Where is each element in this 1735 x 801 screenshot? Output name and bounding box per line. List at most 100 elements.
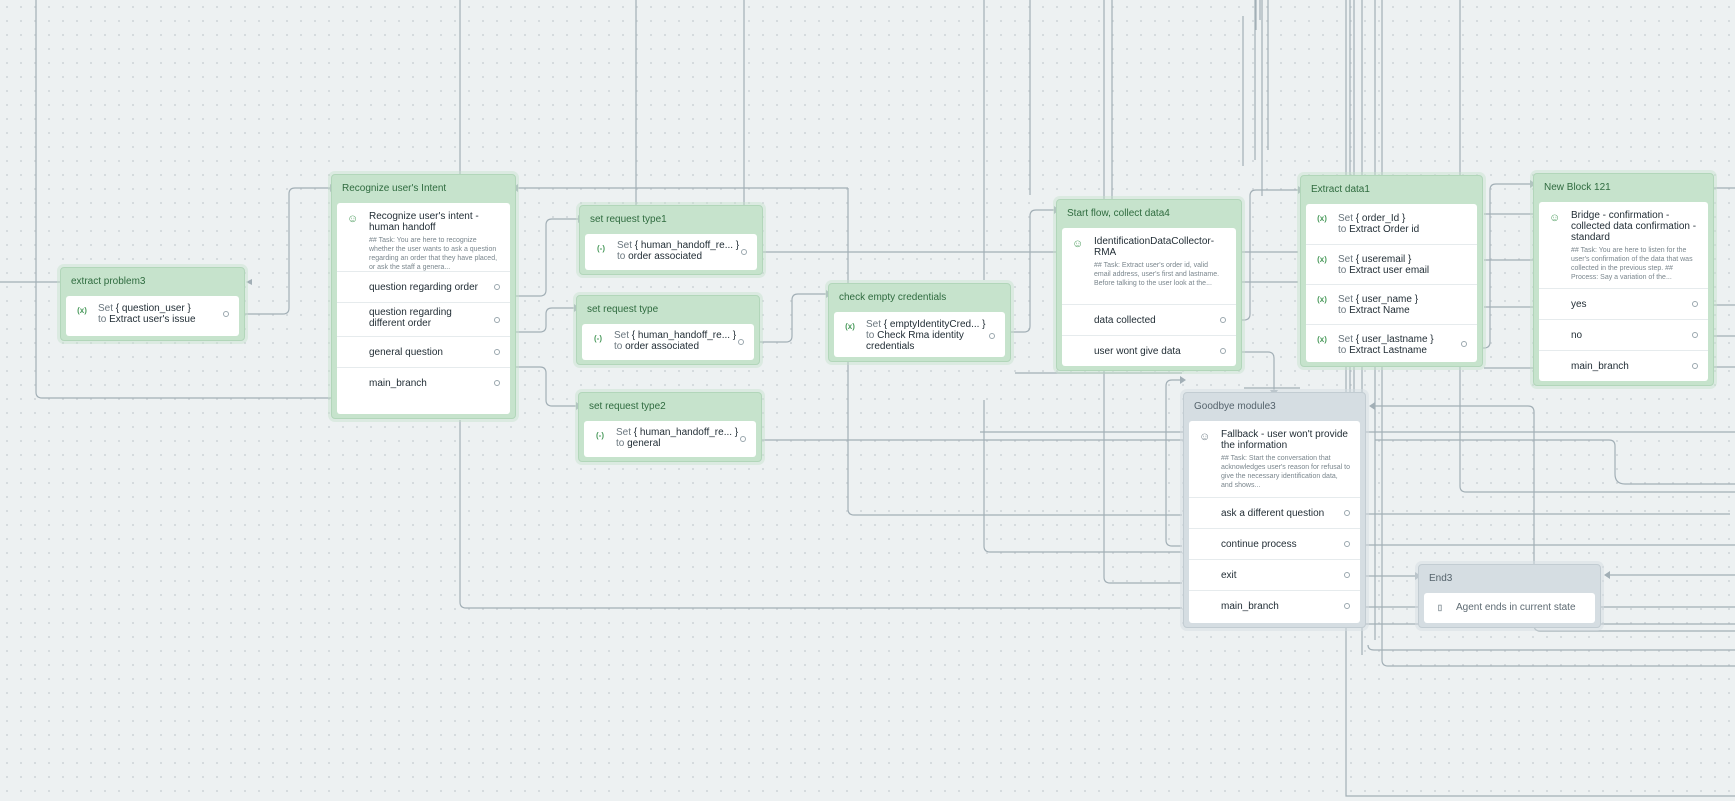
variable-name: { useremail } xyxy=(1355,254,1412,265)
node-title: New Block 121 xyxy=(1544,182,1611,193)
node-title: set request type1 xyxy=(590,214,667,225)
set-variable-icon: (x) xyxy=(845,322,855,331)
variable-name: { human_handoff_re... } xyxy=(633,427,739,438)
branch-item[interactable]: main_branch xyxy=(1539,350,1708,381)
branch-item[interactable]: main_branch xyxy=(337,367,510,398)
set-variable-icon: (-) xyxy=(597,244,605,253)
target-name: order associated xyxy=(628,251,703,262)
output-port[interactable] xyxy=(1692,363,1698,369)
branch-item[interactable]: yes xyxy=(1539,288,1708,319)
node-title: set request type xyxy=(587,304,659,315)
branch-label: general question xyxy=(369,347,443,358)
agent-description: ## Task: You are here to recognize wheth… xyxy=(369,237,498,271)
output-port[interactable] xyxy=(1692,332,1698,338)
output-port[interactable] xyxy=(1344,541,1350,547)
branch-item[interactable]: ask a different question xyxy=(1189,497,1360,528)
node-title: End3 xyxy=(1429,573,1453,584)
set-label: Set xyxy=(1338,213,1354,224)
to-label: to xyxy=(1338,265,1347,276)
variable-name: { emptyIdentityCred... } xyxy=(883,319,986,330)
output-port[interactable] xyxy=(989,332,995,339)
set-label: Set xyxy=(616,427,632,438)
set-variable-icon: (-) xyxy=(594,334,602,343)
branch-item[interactable]: general question xyxy=(337,336,510,367)
start-flow-collect-data4-node[interactable]: Start flow, collect data4 ☺ Identificati… xyxy=(1056,199,1242,371)
output-port[interactable] xyxy=(1220,348,1226,354)
output-port[interactable] xyxy=(223,311,229,317)
new-block-121-node[interactable]: New Block 121 ☺ Bridge - confirmation - … xyxy=(1533,173,1714,386)
node-title: Extract data1 xyxy=(1311,184,1370,195)
branch-label: continue process xyxy=(1221,539,1297,550)
to-label: to xyxy=(866,330,875,341)
output-port[interactable] xyxy=(738,338,744,345)
branch-label: question regarding different order xyxy=(369,307,452,329)
set-label: Set xyxy=(617,240,633,251)
output-port[interactable] xyxy=(1220,317,1226,323)
node-title: check empty credentials xyxy=(839,292,947,303)
node-title: set request type2 xyxy=(589,401,666,412)
target-name: Extract Name xyxy=(1349,305,1410,316)
branch-item[interactable]: question regarding different order xyxy=(337,302,510,336)
set-variable-icon: (x) xyxy=(1317,255,1327,264)
branch-label: yes xyxy=(1571,299,1587,310)
variable-name: { human_handoff_re... } xyxy=(631,330,737,341)
branch-item[interactable]: main_branch xyxy=(1189,590,1360,621)
output-port[interactable] xyxy=(1344,572,1350,578)
output-port[interactable] xyxy=(494,316,500,323)
output-port[interactable] xyxy=(494,349,500,355)
variable-name: { user_lastname } xyxy=(1355,334,1434,345)
branch-item[interactable]: question regarding order xyxy=(337,271,510,302)
branch-item[interactable]: data collected xyxy=(1062,304,1236,335)
agent-icon: ☺ xyxy=(347,213,359,225)
branch-label: ask a different question xyxy=(1221,508,1325,519)
branch-label: data collected xyxy=(1094,315,1156,326)
branch-item[interactable]: exit xyxy=(1189,559,1360,590)
branch-item[interactable]: user wont give data xyxy=(1062,335,1236,366)
agent-description: ## Task: You are here to listen for the … xyxy=(1571,247,1693,281)
output-port[interactable] xyxy=(1692,301,1698,307)
agent-icon: ☺ xyxy=(1549,212,1561,224)
branch-item[interactable]: no xyxy=(1539,319,1708,350)
agent-icon: ☺ xyxy=(1199,431,1211,443)
variable-name: { user_name } xyxy=(1355,294,1419,305)
branch-label: main_branch xyxy=(1571,361,1629,372)
output-port[interactable] xyxy=(494,284,500,290)
branch-label: question regarding order xyxy=(369,282,478,293)
branch-label: user wont give data xyxy=(1094,346,1181,357)
set-request-type-node[interactable]: set request type (-) Set { human_handoff… xyxy=(576,295,760,365)
variable-name: { order_Id } xyxy=(1355,213,1406,224)
agent-title: Recognize user's intent - human handoff xyxy=(369,211,479,233)
agent-icon: ☺ xyxy=(1072,238,1084,250)
recognize-intent-node[interactable]: Recognize user's Intent ☺ Recognize user… xyxy=(331,174,516,419)
agent-description: ## Task: Extract user's order id, valid … xyxy=(1094,262,1220,287)
to-label: to xyxy=(98,314,107,325)
set-request-type2-node[interactable]: set request type2 (-) Set { human_handof… xyxy=(578,392,762,462)
set-label: Set xyxy=(1338,254,1354,265)
goodbye-module3-node[interactable]: Goodbye module3 ☺ Fallback - user won't … xyxy=(1183,392,1366,628)
output-port[interactable] xyxy=(494,380,500,386)
set-variable-icon: (x) xyxy=(77,306,87,315)
target-name: Extract user's issue xyxy=(109,314,196,325)
branch-item[interactable]: continue process xyxy=(1189,528,1360,559)
set-variable-icon: (x) xyxy=(1317,295,1327,304)
to-label: to xyxy=(1338,345,1347,356)
output-port[interactable] xyxy=(1461,340,1467,347)
branch-label: exit xyxy=(1221,570,1237,581)
to-label: to xyxy=(1338,305,1347,316)
check-empty-credentials-node[interactable]: check empty credentials (x) Set { emptyI… xyxy=(828,283,1011,362)
target-name: Extract user email xyxy=(1349,265,1430,276)
output-port[interactable] xyxy=(740,435,746,442)
node-title: Start flow, collect data4 xyxy=(1067,208,1170,219)
branch-label: no xyxy=(1571,330,1583,341)
output-port[interactable] xyxy=(741,248,747,255)
set-request-type1-node[interactable]: set request type1 (-) Set { human_handof… xyxy=(579,205,763,275)
extract-problem3-node[interactable]: extract problem3 (x) Set { question_user… xyxy=(60,267,245,341)
output-port[interactable] xyxy=(1344,510,1350,516)
set-label: Set xyxy=(98,303,114,314)
extract-data1-node[interactable]: Extract data1 (x) Set { order_Id } to Ex… xyxy=(1300,175,1483,367)
end-label: Agent ends in current state xyxy=(1456,602,1576,613)
target-name: Extract Lastname xyxy=(1349,345,1427,356)
end3-node[interactable]: End3 ▯ Agent ends in current state xyxy=(1418,564,1601,628)
output-port[interactable] xyxy=(1344,603,1350,609)
